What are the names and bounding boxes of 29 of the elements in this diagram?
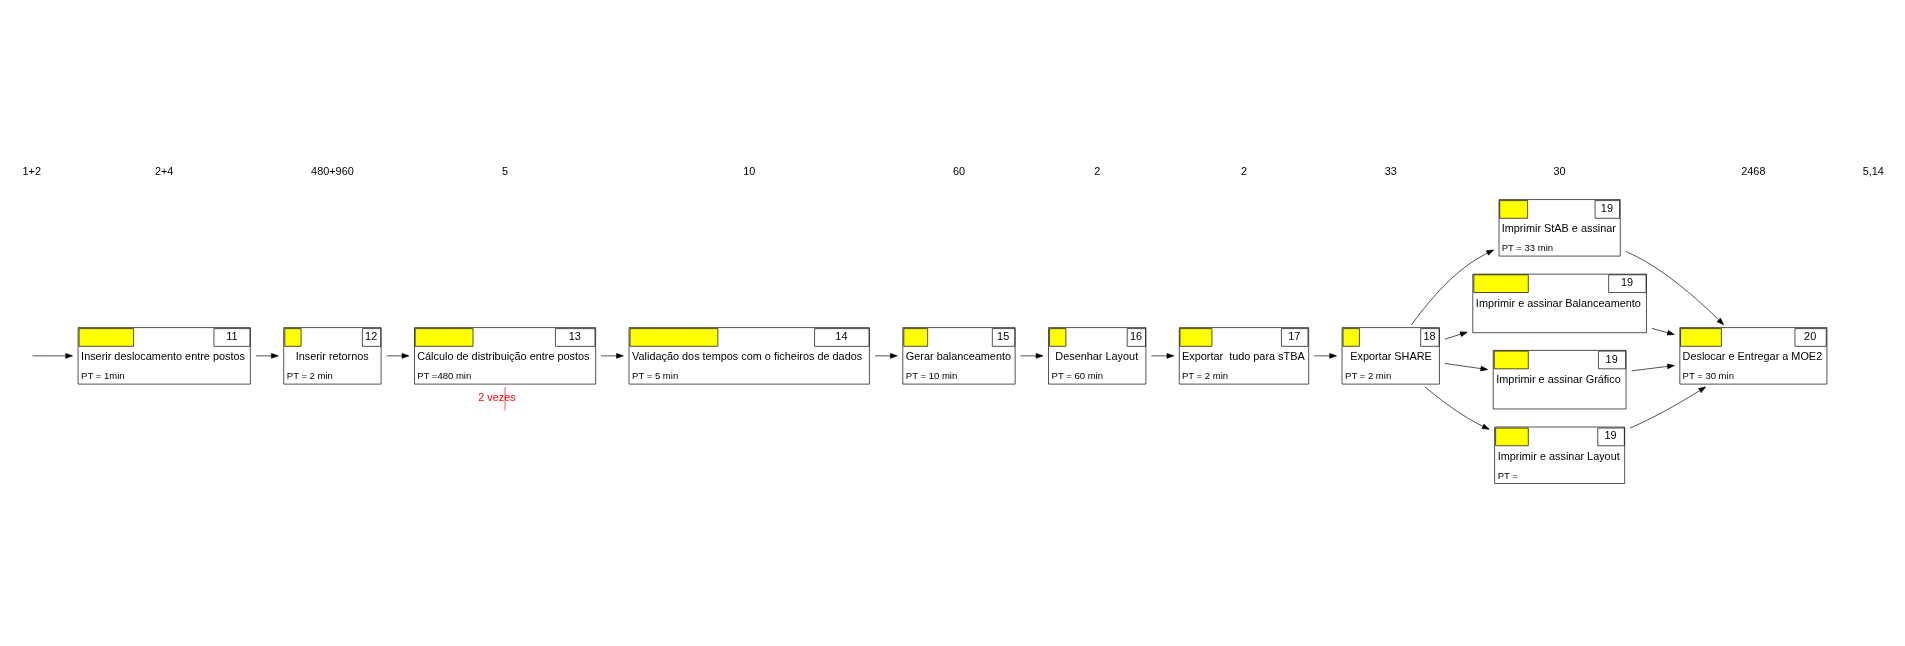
label: 5,14 — [1862, 164, 1884, 177]
arrow — [1625, 251, 1724, 326]
label: 33 — [1384, 164, 1397, 177]
label: 1+2 — [22, 164, 41, 177]
arrow — [1629, 386, 1706, 429]
label: 2468 — [1741, 164, 1766, 177]
arrow — [32, 353, 73, 359]
arrow — [1424, 386, 1490, 430]
arrow — [1631, 363, 1675, 372]
arrow — [600, 353, 624, 359]
arrow — [1020, 353, 1044, 359]
arrow — [874, 353, 898, 359]
label: 2 — [1240, 164, 1248, 177]
edge-label: 2 vezes — [478, 391, 516, 404]
arrow — [1313, 353, 1337, 359]
label: 60 — [952, 164, 966, 177]
arrow — [1411, 249, 1494, 326]
label: 480+960 — [311, 164, 354, 177]
label: 5 — [502, 164, 509, 177]
label: 10 — [743, 164, 756, 177]
arrow — [1651, 328, 1675, 336]
arrow — [1444, 363, 1488, 372]
arrow — [1444, 331, 1468, 340]
label: 30 — [1553, 164, 1566, 177]
label: 2+4 — [154, 164, 174, 177]
arrow — [255, 353, 279, 359]
arrow — [386, 353, 410, 359]
label: 2 — [1094, 164, 1101, 177]
arrow — [1151, 353, 1175, 359]
